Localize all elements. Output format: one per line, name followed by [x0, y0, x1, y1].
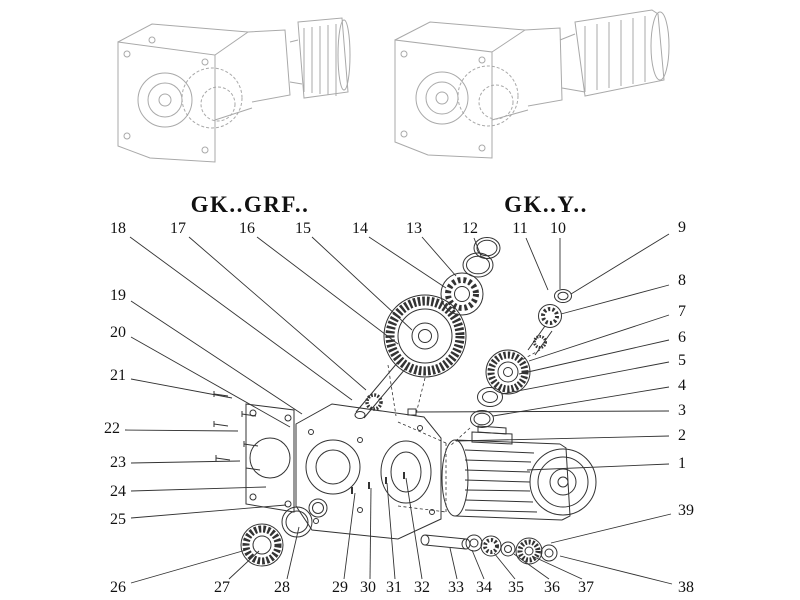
- callout-25: 25: [110, 511, 126, 528]
- leader-line-30: [369, 487, 372, 580]
- callout-38: 38: [678, 579, 694, 596]
- leader-line-25: [130, 504, 287, 519]
- leader-line-22: [124, 429, 239, 432]
- leader-line-14: [368, 236, 447, 289]
- callout-11: 11: [512, 220, 528, 237]
- bottom-left-seal-bearing: [240, 498, 328, 567]
- callout-27: 27: [214, 579, 230, 596]
- callout-4: 4: [678, 377, 686, 394]
- callout-39: 39: [678, 502, 694, 519]
- leader-line-27: [228, 550, 260, 580]
- leader-line-1: [526, 463, 670, 471]
- leader-line-20: [130, 336, 291, 428]
- flange-bolts: [213, 391, 261, 471]
- side-cover-flange: [245, 403, 295, 513]
- leader-line-26: [130, 549, 247, 584]
- callout-9: 9: [678, 219, 686, 236]
- callout-17: 17: [170, 220, 186, 237]
- callout-24: 24: [110, 483, 126, 500]
- coupling-bolts: [351, 472, 405, 494]
- leader-line-5: [501, 361, 670, 395]
- leader-line-17: [188, 236, 367, 391]
- callout-13: 13: [406, 220, 422, 237]
- leader-line-33: [449, 547, 458, 580]
- callout-32: 32: [414, 579, 430, 596]
- callout-leader-lines: [124, 233, 673, 585]
- leader-line-23: [130, 460, 241, 464]
- leader-line-6: [518, 339, 670, 375]
- gear-housing: [295, 403, 442, 540]
- callout-12: 12: [462, 220, 478, 237]
- leader-line-21: [130, 378, 233, 399]
- callout-20: 20: [110, 324, 126, 341]
- leader-line-18: [129, 236, 353, 401]
- vent-plug: [407, 408, 417, 416]
- leader-line-2: [455, 435, 670, 442]
- variant-title-gk-y: GK..Y..: [504, 192, 588, 217]
- electric-motor: [441, 425, 597, 521]
- callout-5: 5: [678, 352, 686, 369]
- callout-1: 1: [678, 455, 686, 472]
- callout-35: 35: [508, 579, 524, 596]
- callout-18: 18: [110, 220, 126, 237]
- callout-23: 23: [110, 454, 126, 471]
- callout-6: 6: [678, 329, 686, 346]
- callout-36: 36: [544, 579, 560, 596]
- callout-21: 21: [110, 367, 126, 384]
- leader-line-39: [550, 513, 672, 544]
- callout-2: 2: [678, 427, 686, 444]
- leader-line-8: [560, 284, 670, 315]
- leader-line-16: [256, 236, 399, 345]
- leader-line-32: [405, 477, 423, 580]
- callout-31: 31: [386, 579, 402, 596]
- callout-8: 8: [678, 272, 686, 289]
- callout-26: 26: [110, 579, 126, 596]
- callout-15: 15: [295, 220, 311, 237]
- leader-line-15: [311, 236, 413, 331]
- sketch-gk-grf: [117, 17, 351, 163]
- leader-line-13: [421, 236, 457, 277]
- variant-title-gk-grf: GK..GRF..: [190, 192, 310, 217]
- motor-shaft-parts: [420, 534, 558, 565]
- callout-14: 14: [352, 220, 368, 237]
- leader-line-3: [415, 410, 670, 413]
- callout-33: 33: [448, 579, 464, 596]
- leader-line-12: [473, 237, 482, 257]
- callout-22: 22: [104, 420, 120, 437]
- callout-30: 30: [360, 579, 376, 596]
- leader-line-19: [130, 300, 303, 415]
- leader-line-28: [286, 526, 300, 580]
- leader-line-24: [130, 486, 267, 492]
- callout-3: 3: [678, 402, 686, 419]
- leader-line-9: [570, 233, 670, 295]
- callout-37: 37: [578, 579, 594, 596]
- leader-line-34: [471, 549, 485, 580]
- leader-line-38: [559, 555, 673, 585]
- callout-28: 28: [274, 579, 290, 596]
- callout-7: 7: [678, 303, 686, 320]
- leader-line-37: [531, 555, 583, 580]
- leader-line-36: [513, 553, 550, 580]
- leader-line-35: [493, 552, 516, 580]
- assembly-guide-lines: [387, 349, 541, 513]
- input-pinion-assembly: [470, 289, 572, 428]
- exploded-view: [213, 237, 597, 567]
- leader-line-11: [525, 237, 549, 291]
- callout-16: 16: [239, 220, 255, 237]
- sketch-gk-y: [394, 9, 670, 159]
- callout-29: 29: [332, 579, 348, 596]
- callout-34: 34: [476, 579, 492, 596]
- callout-19: 19: [110, 287, 126, 304]
- callout-10: 10: [550, 220, 566, 237]
- leader-line-31: [386, 482, 396, 580]
- leader-line-7: [528, 314, 670, 362]
- leader-line-29: [343, 492, 356, 580]
